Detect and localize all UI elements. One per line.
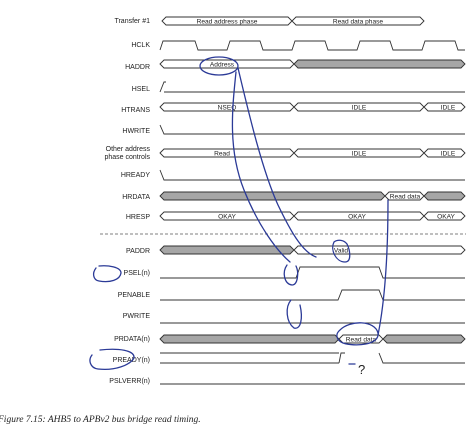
ink-line-address-to-psel (231, 71, 291, 263)
ink-circle-address (199, 56, 239, 76)
signal-label-hready: HREADY (121, 172, 151, 179)
hrdata-read-data-value: Read data (390, 194, 421, 201)
signal-label-prdata: PRDATA(n) (114, 336, 150, 343)
signal-label-hresp: HRESP (126, 214, 150, 221)
header-transfer-label: Transfer #1 (114, 18, 150, 25)
signal-label-htrans: HTRANS (121, 107, 150, 114)
prdata-read-data-value: Read data (346, 337, 377, 344)
signal-label-paddr: PADDR (126, 248, 150, 255)
ink-circle-psel-rise (283, 264, 299, 286)
waveform-pready (160, 352, 465, 364)
ink-circle-prdata (336, 322, 379, 346)
signal-label-pwrite: PWRITE (123, 313, 151, 320)
ink-circle-pwrite (286, 299, 302, 329)
waveform-hwrite (159, 124, 465, 135)
timing-diagram: Transfer #1 Read address phase Read data… (89, 16, 466, 385)
ink-circle-pready-label (89, 348, 135, 371)
signal-label-penable: PENABLE (118, 292, 151, 299)
signal-label-hsel: HSEL (132, 86, 150, 93)
ink-question-mark: ? (358, 362, 365, 377)
signal-label-hrdata: HRDATA (122, 194, 150, 201)
haddr-address-value: Address (210, 62, 235, 69)
signal-label-hwrite: HWRITE (122, 128, 150, 135)
phase-label-data: Read data phase (333, 19, 384, 26)
phase-box-data (291, 16, 425, 26)
htrans-nseq-value: NSEQ (218, 105, 237, 112)
prdata-idle-segment-1 (159, 334, 340, 344)
signal-label-hclk: HCLK (131, 42, 150, 49)
phase-label-address: Read address phase (197, 19, 258, 26)
waveform-psel (160, 266, 465, 279)
waveform-hready (159, 169, 465, 181)
htrans-idle-segment-2 (423, 102, 466, 112)
paddr-valid-value: Valid (334, 248, 349, 255)
hresp-okay-value-2: OKAY (348, 214, 366, 221)
signal-label-other-line2: phase controls (104, 154, 150, 161)
hresp-okay-segment-3 (423, 211, 466, 221)
paddr-valid-segment (293, 245, 466, 255)
other-read-value: Read (214, 151, 230, 158)
waveform-penable (160, 289, 465, 301)
ink-line-address-to-valid (237, 67, 317, 258)
ink-line-prdata-to-hrdata (377, 199, 389, 336)
ink-circle-valid (332, 239, 351, 263)
signal-label-psel: PSEL(n) (124, 270, 150, 277)
htrans-idle-value-2: IDLE (441, 105, 456, 112)
paddr-idle-segment (159, 245, 295, 255)
ink-circle-psel-label (92, 265, 122, 283)
signal-label-pslverr: PSLVERR(n) (109, 378, 150, 385)
other-idle-segment-2 (423, 148, 466, 158)
figure-caption: Figure 7.15: AHB5 to APBv2 bus bridge re… (0, 415, 201, 425)
htrans-idle-value-1: IDLE (352, 105, 367, 112)
other-idle-value-1: IDLE (352, 151, 367, 158)
hresp-okay-value-1: OKAY (218, 214, 236, 221)
hresp-okay-value-3: OKAY (437, 214, 455, 221)
signal-label-other-line1: Other address (106, 146, 151, 153)
signal-label-haddr: HADDR (125, 64, 150, 71)
waveform-hsel (159, 81, 465, 93)
waveform-hclk (159, 40, 465, 51)
prdata-idle-segment-2 (382, 334, 466, 344)
hrdata-idle-segment-2 (423, 191, 466, 201)
other-idle-value-2: IDLE (441, 151, 456, 158)
haddr-idle-segment (293, 59, 466, 69)
